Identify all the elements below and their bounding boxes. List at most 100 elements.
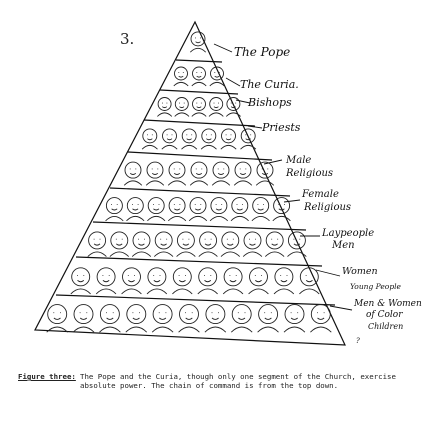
figure-body <box>191 81 207 87</box>
figure-face <box>225 134 232 141</box>
figure-head <box>310 304 331 325</box>
figure-body <box>146 288 168 295</box>
figure-face <box>186 134 193 141</box>
figure-body <box>173 81 189 87</box>
figure-face <box>278 203 285 211</box>
figure-body <box>109 251 130 257</box>
figure-head <box>126 304 147 325</box>
figure-head <box>265 231 284 250</box>
figure-head <box>231 304 252 325</box>
figure-head <box>252 197 270 215</box>
pyramid-outline <box>34 20 346 346</box>
figure-body <box>299 288 320 295</box>
figure-head <box>198 267 218 287</box>
figure-face <box>290 312 299 320</box>
tier-label-curia: The Curia. <box>240 78 299 91</box>
figure-face <box>196 102 202 109</box>
figure-head <box>221 128 236 144</box>
figure-head <box>189 197 207 215</box>
figure-body <box>197 288 218 295</box>
tier-label-laypeople-line2: Men <box>331 240 355 251</box>
figure-face <box>204 274 212 283</box>
figure-head <box>243 231 262 250</box>
tier-label-women-line2: Young People <box>350 282 402 291</box>
figure-head <box>147 197 165 215</box>
figure-face <box>229 274 237 283</box>
figure-head <box>181 128 197 144</box>
figure-face <box>271 238 279 246</box>
tier-label-women-line1: Women <box>342 266 378 277</box>
figure-face <box>215 203 223 211</box>
figure-face <box>185 312 193 320</box>
figure-head <box>287 231 306 250</box>
figure-body <box>172 288 193 295</box>
figure-body <box>220 144 237 150</box>
figure-face <box>194 203 202 211</box>
figure-face <box>153 203 160 211</box>
figure-body <box>176 251 196 257</box>
figure-sketches <box>46 31 332 333</box>
figure-body <box>189 180 209 186</box>
figure-body <box>310 326 332 333</box>
figure-face <box>226 238 234 246</box>
figure-face <box>206 134 212 141</box>
figure-head <box>124 161 142 179</box>
figure-body <box>157 112 173 117</box>
figure-head <box>231 197 249 215</box>
figure-face <box>305 274 313 283</box>
figure-head <box>258 304 279 325</box>
figure-face <box>249 238 256 246</box>
figure-body <box>248 288 269 295</box>
figure-head <box>88 231 107 250</box>
figure-body <box>255 180 275 186</box>
figure-body <box>272 215 291 222</box>
figure-face <box>79 312 88 320</box>
figure-face <box>179 102 185 109</box>
figure-body <box>153 251 174 257</box>
figure-head <box>190 31 206 47</box>
figure-head <box>174 97 189 111</box>
figure-body <box>240 144 257 150</box>
tier-label-laypeople-line1: Laypeople <box>321 228 374 239</box>
figure-face <box>166 134 173 141</box>
figure-head <box>162 128 177 144</box>
figure-head <box>284 304 305 325</box>
figure-body <box>121 288 142 295</box>
figure-head <box>299 267 319 287</box>
bottom-note: ? <box>356 337 360 345</box>
figure-body <box>145 180 165 186</box>
figure-body <box>251 215 270 222</box>
figure-body <box>220 251 241 257</box>
figure-face <box>115 238 123 246</box>
figure-face <box>236 203 243 211</box>
figure-face <box>213 102 219 109</box>
figure-body <box>230 215 249 222</box>
figure-body <box>151 326 174 333</box>
figure-head <box>274 267 294 287</box>
tier-label-priests: Priests <box>261 121 301 134</box>
figure-head <box>174 66 188 81</box>
figure-head <box>110 231 129 250</box>
figure-body <box>222 288 244 295</box>
figure-head <box>168 161 186 179</box>
tier-labels: The Pope The Curia. Bishops Priests Male… <box>234 45 422 345</box>
figure-head <box>179 304 199 325</box>
figure-head <box>205 304 226 325</box>
figure-face <box>254 274 262 283</box>
figure-face <box>151 168 159 175</box>
tier-label-male-religious-line2: Religious <box>285 168 333 179</box>
figure-head <box>192 66 206 81</box>
caption-text: The Pope and the Curia, though only one … <box>80 372 396 390</box>
figure-body <box>125 326 148 333</box>
figure-face <box>77 274 85 283</box>
figure-body <box>191 112 207 117</box>
figure-body <box>198 251 218 257</box>
figure-body <box>174 112 190 117</box>
figure-face <box>257 203 264 211</box>
figure-face <box>132 312 140 320</box>
figure-head <box>126 197 144 215</box>
figure-face <box>138 238 145 246</box>
figure-face <box>261 168 269 175</box>
figure-face <box>280 274 288 283</box>
